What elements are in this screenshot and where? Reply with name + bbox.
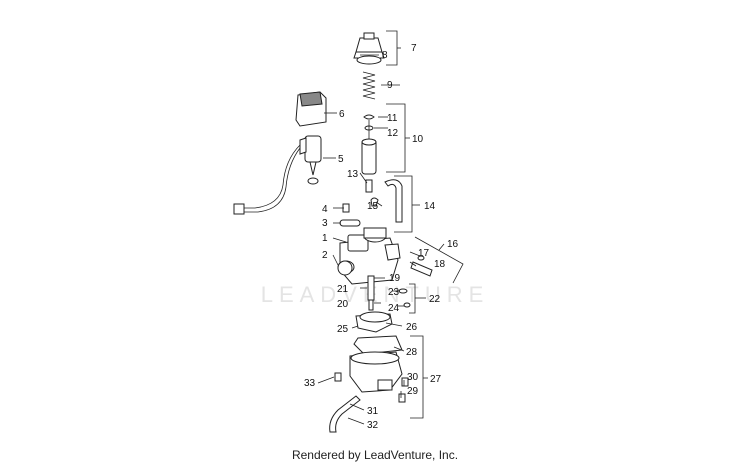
callout-22: 22 [429, 294, 441, 305]
callout-26: 26 [406, 322, 418, 333]
float [355, 311, 393, 333]
leader-lines [317, 54, 421, 425]
callout-20: 20 [337, 299, 349, 310]
callout-10: 10 [412, 134, 424, 145]
callout-33: 33 [304, 378, 316, 389]
callout-3: 3 [322, 218, 328, 229]
callout-18: 18 [434, 259, 446, 270]
callout-15: 15 [367, 201, 379, 212]
callout-23: 23 [388, 287, 400, 298]
callout-13: 13 [347, 169, 359, 180]
callout-17: 17 [418, 248, 430, 259]
callout-25: 25 [337, 324, 349, 335]
carburetor-body [337, 203, 401, 285]
callout-29: 29 [407, 386, 419, 397]
callout-8: 8 [382, 50, 388, 61]
gasket [353, 335, 403, 355]
brackets [386, 30, 464, 419]
callout-14: 14 [424, 201, 436, 212]
needle-clip [363, 114, 375, 140]
jets [367, 275, 411, 311]
footer-credit: Rendered by LeadVenture, Inc. [291, 448, 459, 462]
callout-32: 32 [367, 420, 379, 431]
callout-1: 1 [322, 233, 328, 244]
vent-hose [370, 179, 403, 223]
callout-31: 31 [367, 406, 379, 417]
callouts: 1 2 3 4 5 6 7 8 9 10 11 12 13 14 15 16 1… [304, 43, 459, 431]
auto-choke [295, 91, 327, 185]
callout-11: 11 [387, 113, 398, 124]
callout-24: 24 [388, 303, 400, 314]
callout-30: 30 [407, 372, 419, 383]
callout-6: 6 [339, 109, 345, 120]
callout-16: 16 [447, 239, 459, 250]
callout-4: 4 [322, 204, 328, 215]
callout-7: 7 [411, 43, 417, 54]
jet-needle [365, 179, 373, 193]
callout-28: 28 [406, 347, 418, 358]
callout-12: 12 [387, 128, 399, 139]
callout-9: 9 [387, 80, 393, 91]
callout-2: 2 [322, 250, 328, 261]
drain-hose [329, 395, 361, 433]
callout-21: 21 [337, 284, 349, 295]
cap-assembly [353, 32, 385, 65]
callout-27: 27 [430, 374, 442, 385]
spring [362, 71, 376, 100]
pilot-screw [410, 255, 433, 277]
choke-wire [233, 144, 301, 215]
callout-5: 5 [338, 154, 344, 165]
float-bowl [334, 351, 409, 403]
throttle-slide [361, 138, 377, 175]
callout-19: 19 [389, 273, 401, 284]
o-ring [337, 260, 353, 276]
